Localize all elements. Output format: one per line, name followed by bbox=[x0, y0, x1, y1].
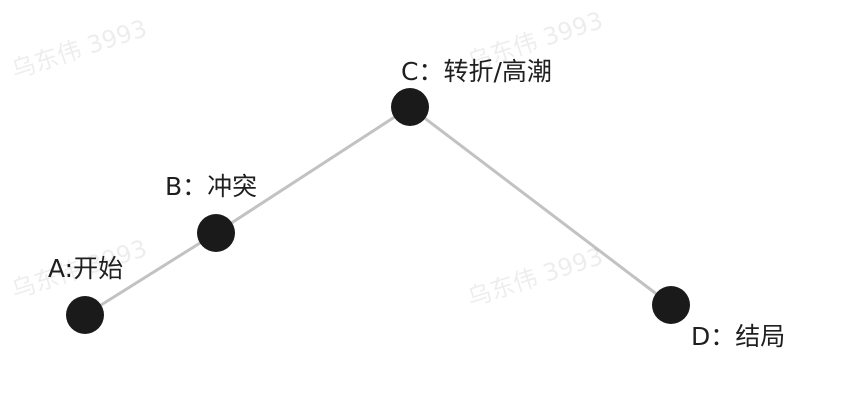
node-c-label: C：转折/高潮 bbox=[401, 57, 552, 86]
node-b-dot bbox=[197, 214, 235, 252]
edge-c-to-d bbox=[409, 105, 672, 307]
node-a-label: A:开始 bbox=[48, 254, 124, 283]
node-d-dot bbox=[652, 286, 690, 324]
node-a-dot bbox=[66, 296, 104, 334]
node-c-dot bbox=[391, 88, 429, 126]
edge-b-to-c bbox=[215, 105, 411, 235]
edge-a-to-b bbox=[84, 231, 217, 317]
node-d-label: D：结局 bbox=[691, 322, 786, 351]
node-b-label: B：冲突 bbox=[165, 172, 258, 201]
